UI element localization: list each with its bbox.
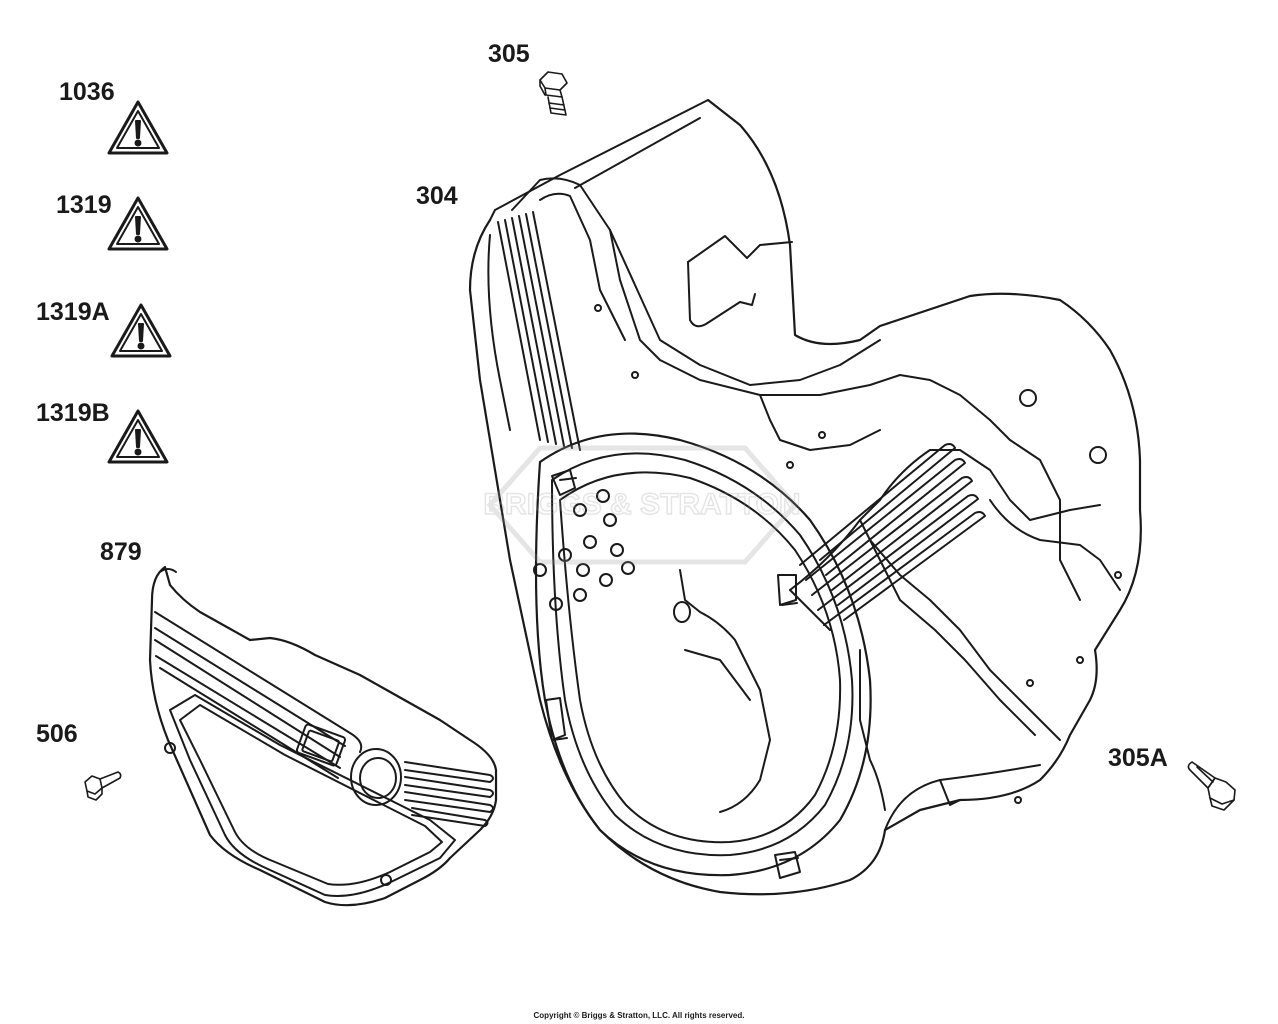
copyright-notice: Copyright © Briggs & Stratton, LLC. All …	[533, 1011, 745, 1020]
cylinder-cover-879[interactable]	[148, 565, 498, 907]
warning-decal-1319b-icon[interactable]	[107, 409, 169, 464]
callout-1319: 1319	[56, 191, 112, 219]
warning-decal-1319-icon[interactable]	[107, 196, 169, 251]
callout-305a: 305A	[1108, 744, 1168, 772]
callout-1319b: 1319B	[36, 399, 110, 427]
callout-304: 304	[416, 182, 458, 210]
bolt-305a-icon[interactable]	[1187, 761, 1236, 811]
callout-1036: 1036	[59, 78, 115, 106]
callout-305: 305	[488, 40, 530, 68]
callout-1319a: 1319A	[36, 298, 110, 326]
warning-decal-1319a-icon[interactable]	[110, 303, 172, 358]
callout-879: 879	[100, 538, 142, 566]
brand-watermark-icon: BRIGGS & STRATTON	[483, 445, 801, 565]
warning-decal-1036-icon[interactable]	[107, 100, 169, 155]
watermark-text: BRIGGS & STRATTON	[483, 488, 800, 521]
callout-506: 506	[36, 720, 78, 748]
blower-housing-304[interactable]	[468, 98, 1142, 896]
screw-506-icon[interactable]	[84, 771, 122, 801]
bolt-305-icon[interactable]	[539, 71, 568, 116]
